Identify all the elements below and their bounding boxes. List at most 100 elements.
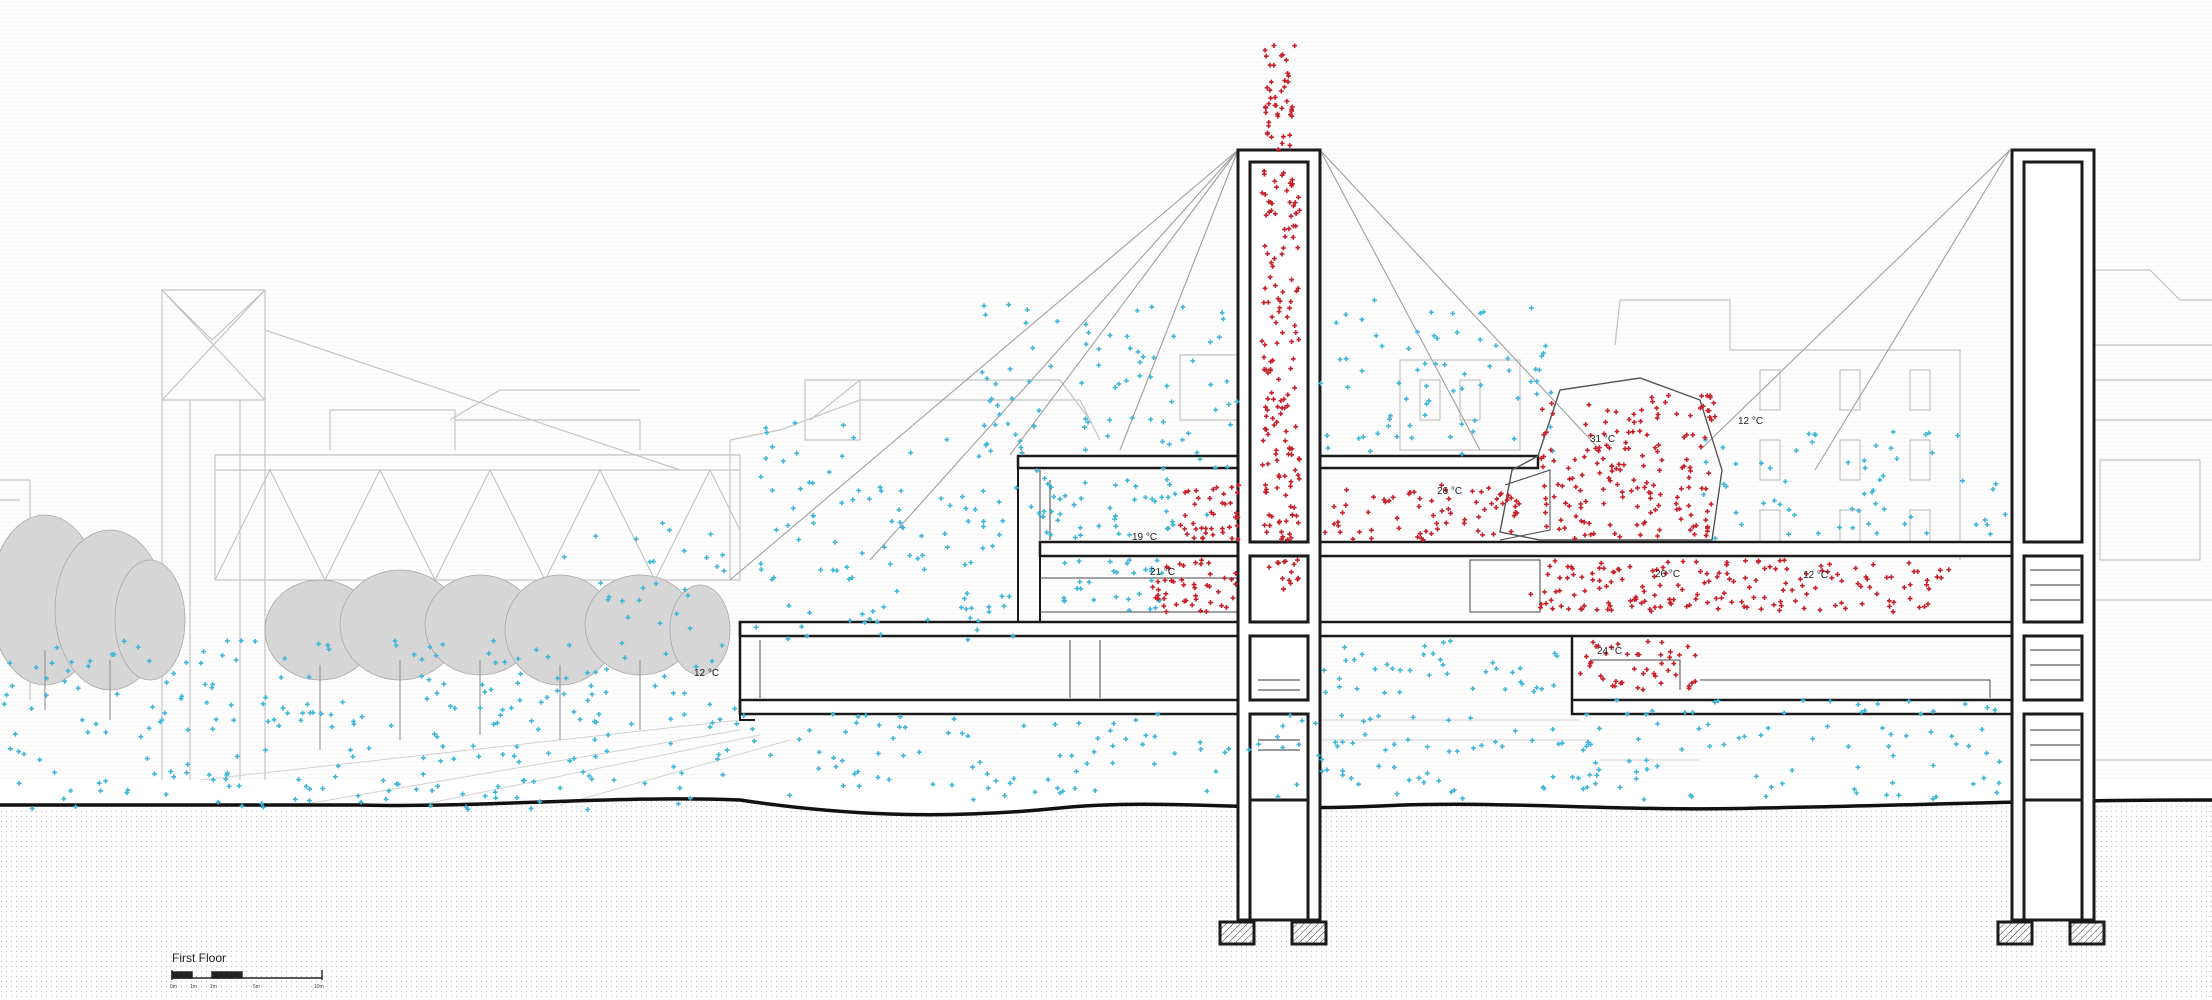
- cold-air-particle: [1096, 346, 1102, 352]
- cold-air-particle: [995, 403, 1001, 408]
- cold-air-particle: [1036, 408, 1042, 414]
- warm-air-particle: [1263, 482, 1268, 488]
- cold-air-particle: [383, 796, 389, 802]
- warm-air-particle: [1634, 652, 1640, 657]
- warm-air-particle: [1618, 680, 1623, 686]
- cold-air-particle: [1966, 743, 1972, 749]
- warm-air-particle: [1390, 494, 1396, 500]
- cold-air-particle: [796, 737, 802, 742]
- warm-air-particle: [1612, 531, 1618, 537]
- warm-air-particle: [1658, 652, 1664, 658]
- warm-air-particle: [1277, 519, 1283, 524]
- warm-air-particle: [1686, 503, 1692, 509]
- cold-air-particle: [1554, 653, 1560, 659]
- warm-air-particle: [1473, 499, 1479, 505]
- warm-air-particle: [1161, 596, 1167, 601]
- cold-air-particle: [1225, 464, 1230, 470]
- warm-air-particle: [1288, 299, 1294, 305]
- warm-air-particle: [1281, 170, 1286, 176]
- warm-air-particle: [1489, 501, 1495, 507]
- cold-air-particle: [386, 788, 392, 794]
- warm-air-particle: [1677, 652, 1682, 658]
- scale-tick-4: 10m: [314, 984, 324, 990]
- cold-air-particle: [1113, 482, 1118, 488]
- cold-air-particle: [515, 656, 521, 662]
- cold-air-particle: [945, 544, 950, 550]
- cold-air-particle: [1448, 638, 1453, 644]
- warm-air-particle: [1675, 582, 1681, 588]
- warm-air-particle: [1279, 141, 1285, 146]
- cold-air-particle: [734, 721, 740, 727]
- cold-air-particle: [37, 757, 43, 763]
- cold-air-particle: [1340, 739, 1345, 745]
- warm-air-particle: [1271, 43, 1277, 48]
- warm-air-particle: [1273, 447, 1279, 453]
- cold-air-particle: [1409, 435, 1415, 441]
- cold-air-particle: [1982, 517, 1988, 523]
- cold-air-particle: [521, 778, 527, 783]
- cold-air-particle: [1793, 448, 1799, 453]
- warm-air-particle: [1640, 453, 1645, 459]
- warm-air-particle: [1428, 531, 1434, 537]
- cold-air-particle: [1862, 708, 1868, 713]
- cold-air-particle: [707, 724, 713, 730]
- warm-air-particle: [1639, 407, 1645, 413]
- cold-air-particle: [1462, 371, 1467, 377]
- cold-air-particle: [1896, 792, 1902, 798]
- cold-air-particle: [1204, 788, 1210, 794]
- cold-air-particle: [1324, 433, 1330, 438]
- warm-air-particle: [1274, 419, 1280, 425]
- warm-air-particles: [1150, 43, 1952, 693]
- cold-air-particle: [1767, 465, 1773, 471]
- warm-air-particle: [1266, 564, 1272, 570]
- cold-air-particle: [1644, 766, 1650, 772]
- roof-volume: [1499, 377, 1723, 541]
- warm-air-particle: [1859, 601, 1865, 607]
- cold-air-particle: [1246, 747, 1252, 753]
- cold-air-particle: [147, 658, 152, 664]
- cold-air-particle: [1149, 496, 1155, 502]
- warm-air-particle: [1693, 559, 1699, 565]
- cold-air-particle: [1955, 433, 1961, 438]
- cold-air-particle: [974, 627, 980, 633]
- warm-air-particle: [1262, 285, 1268, 291]
- warm-air-particle: [1207, 584, 1212, 589]
- warm-air-particle: [1724, 560, 1730, 565]
- cold-air-particle: [1477, 337, 1483, 342]
- warm-air-particle: [1598, 673, 1604, 679]
- cold-air-particle: [1987, 531, 1993, 537]
- cold-air-particle: [350, 754, 356, 760]
- cold-air-particle: [1580, 786, 1586, 792]
- cold-air-particle: [103, 729, 109, 735]
- cold-air-particle: [514, 795, 520, 801]
- cold-air-particle: [859, 550, 865, 556]
- cold-air-particle: [1143, 567, 1149, 573]
- warm-air-particle: [1758, 606, 1764, 612]
- cold-air-particle: [215, 799, 221, 805]
- warm-air-particle: [1285, 537, 1290, 543]
- warm-air-particle: [1269, 134, 1274, 140]
- warm-air-particle: [1637, 428, 1643, 434]
- cold-air-particle: [432, 731, 437, 737]
- warm-air-particle: [1853, 565, 1859, 571]
- cold-air-particle: [688, 795, 693, 801]
- cold-air-particle: [1416, 775, 1422, 781]
- cold-air-particle: [1888, 731, 1894, 737]
- cold-air-particle: [834, 568, 840, 574]
- warm-air-particle: [1648, 495, 1653, 501]
- cold-air-particle: [1160, 439, 1165, 444]
- warm-air-particle: [1884, 575, 1890, 580]
- warm-air-particle: [1677, 506, 1682, 512]
- cold-air-particle: [1552, 651, 1558, 656]
- cold-air-particle: [1332, 739, 1338, 745]
- cold-air-particle: [1343, 356, 1349, 362]
- cold-air-particle: [1319, 768, 1325, 774]
- cold-air-particle: [681, 548, 687, 554]
- warm-air-particle: [1647, 606, 1653, 612]
- cold-air-particle: [1397, 689, 1403, 695]
- warm-air-particle: [1162, 577, 1168, 583]
- cold-air-particle: [1874, 530, 1880, 536]
- cold-air-particle: [328, 712, 334, 718]
- cold-air-particle: [260, 804, 266, 810]
- cold-air-particle: [318, 711, 324, 717]
